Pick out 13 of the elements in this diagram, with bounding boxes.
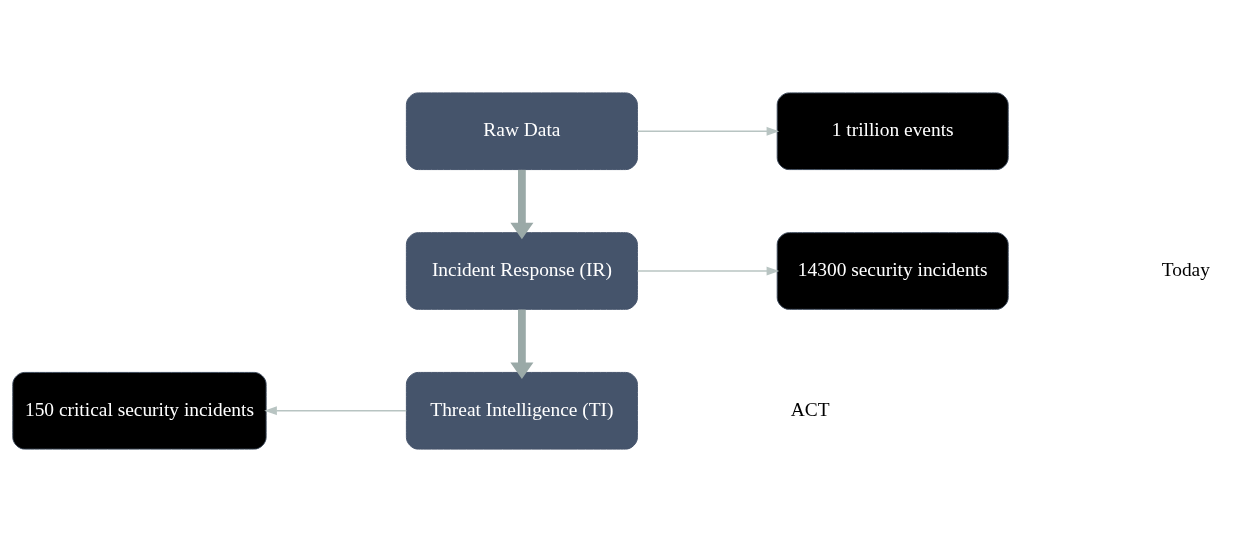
node-box: Raw Data <box>405 92 638 171</box>
label: Today <box>1161 258 1210 280</box>
arrow <box>636 126 780 136</box>
node-box: 14300 security incidents <box>776 232 1009 310</box>
arrow <box>510 169 534 240</box>
node-box: 150 critical security incidents <box>12 371 267 450</box>
arrow <box>636 266 780 276</box>
node-box: 1 trillion events <box>776 92 1009 171</box>
arrow <box>264 406 407 416</box>
arrow <box>510 309 534 379</box>
node-box: Threat Intelligence (TI) <box>405 371 638 450</box>
label: ACT <box>790 398 830 420</box>
node-box: Incident Response (IR) <box>405 232 638 310</box>
